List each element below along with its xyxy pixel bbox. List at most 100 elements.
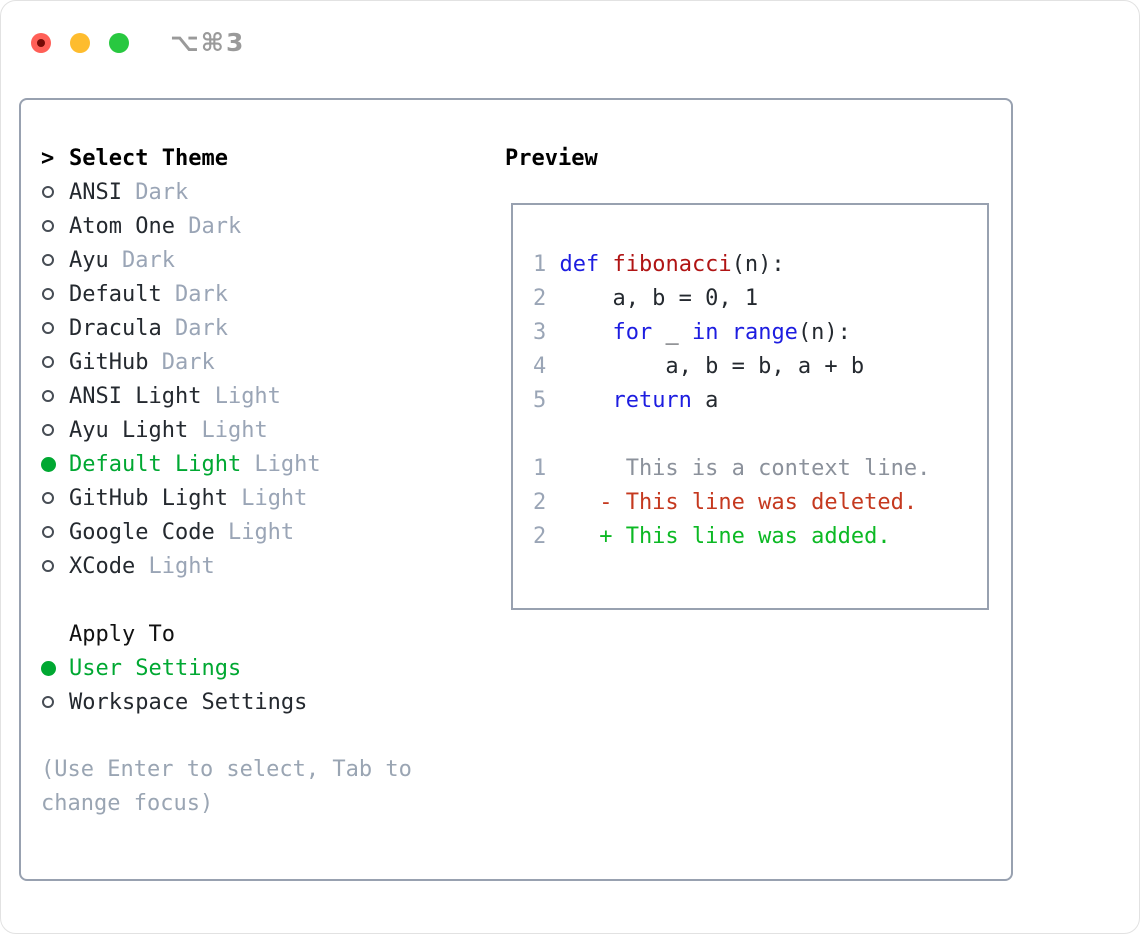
title-bar: ⌥⌘3 <box>31 28 245 57</box>
theme-option-atom-one[interactable]: Atom One Dark <box>41 209 412 243</box>
code-line: 1 def fibonacci(n): <box>533 247 987 281</box>
theme-variant-badge: Light <box>241 451 321 477</box>
diff-line-context: 1 This is a context line. <box>533 451 987 485</box>
code-segment <box>718 320 731 345</box>
theme-option-label: Ayu Light <box>69 417 189 443</box>
theme-variant-badge: Dark <box>174 213 242 239</box>
theme-option-ayu[interactable]: Ayu Dark <box>41 243 412 277</box>
theme-variant-badge: Light <box>188 417 268 443</box>
line-number: 2 <box>533 523 547 549</box>
help-text: (Use Enter to select, Tab to change focus… <box>41 753 412 821</box>
spacer <box>41 719 412 753</box>
line-number: 1 <box>533 455 547 481</box>
radio-icon <box>41 220 69 232</box>
radio-icon <box>41 560 69 572</box>
code-segment: _ <box>652 319 692 345</box>
code-segment: in <box>691 319 719 345</box>
code-segment: fibonacci <box>612 251 732 277</box>
theme-option-google-code[interactable]: Google Code Light <box>41 515 412 549</box>
diff-text: + This line was added. <box>559 523 891 549</box>
diff-line-deleted: 2 - This line was deleted. <box>533 485 987 519</box>
code-segment: range <box>731 319 798 345</box>
theme-option-default[interactable]: Default Dark <box>41 277 412 311</box>
theme-option-xcode[interactable]: XCode Light <box>41 549 412 583</box>
theme-variant-badge: Dark <box>161 281 228 307</box>
code-line: 5 return a <box>533 383 987 417</box>
code-segment: (n): <box>731 251 785 277</box>
theme-variant-badge: Light <box>135 553 215 579</box>
radio-icon <box>41 526 69 538</box>
help-line: change focus) <box>41 791 214 816</box>
theme-option-label: Ayu <box>69 247 109 273</box>
selected-radio-icon <box>41 660 69 676</box>
radio-icon <box>41 186 69 198</box>
line-number: 2 <box>533 489 547 515</box>
theme-option-label: GitHub Light <box>69 485 228 511</box>
line-number: 4 <box>533 353 547 379</box>
apply-option-label: Workspace Settings <box>69 689 308 715</box>
theme-option-ansi-light[interactable]: ANSI Light Light <box>41 379 412 413</box>
apply-option-user-settings[interactable]: User Settings <box>41 651 412 685</box>
line-number: 5 <box>533 387 547 413</box>
theme-variant-badge: Light <box>214 519 295 545</box>
apply-to-header: Apply To <box>41 617 412 651</box>
theme-option-label: GitHub <box>69 349 149 375</box>
apply-option-label: User Settings <box>69 655 242 681</box>
code-segment <box>599 252 612 277</box>
spacer <box>41 583 412 617</box>
diff-text: This is a context line. <box>559 455 931 481</box>
theme-variant-badge: Dark <box>148 349 215 375</box>
theme-option-github-light[interactable]: GitHub Light Light <box>41 481 412 515</box>
preview-title: Preview <box>505 145 598 171</box>
radio-icon <box>41 424 69 436</box>
theme-variant-badge: Light <box>227 485 308 511</box>
radio-icon <box>41 254 69 266</box>
window-shortcut-label: ⌥⌘3 <box>170 28 246 57</box>
theme-variant-badge: Dark <box>108 247 175 273</box>
radio-icon <box>41 390 69 402</box>
diff-text: - This line was deleted. <box>559 489 918 515</box>
code-line: 4 a, b = b, a + b <box>533 349 987 383</box>
code-segment <box>559 320 612 345</box>
apply-option-workspace-settings[interactable]: Workspace Settings <box>41 685 412 719</box>
theme-variant-badge: Dark <box>161 315 228 341</box>
theme-option-dracula[interactable]: Dracula Dark <box>41 311 412 345</box>
close-button-icon[interactable] <box>31 32 51 53</box>
code-segment: a <box>691 387 719 413</box>
theme-option-ansi[interactable]: ANSI Dark <box>41 175 412 209</box>
code-line: 2 a, b = 0, 1 <box>533 281 987 315</box>
theme-option-label: Default Light <box>69 451 242 477</box>
code-segment <box>559 388 612 413</box>
apply-to-title: Apply To <box>69 621 175 647</box>
code-segment: (n): <box>797 319 851 345</box>
theme-option-label: Atom One <box>69 213 175 239</box>
line-number: 1 <box>533 251 547 277</box>
theme-option-label: Google Code <box>69 519 215 545</box>
spacer <box>533 417 987 451</box>
focus-arrow-icon: > <box>41 145 55 171</box>
theme-variant-badge: Light <box>201 383 281 409</box>
theme-option-label: ANSI <box>69 179 122 205</box>
code-segment: def <box>559 251 600 277</box>
theme-option-label: Dracula <box>69 315 162 341</box>
code-segment: for <box>612 319 653 345</box>
select-theme-header: > Select Theme <box>41 141 412 175</box>
code-segment: a, b = b, a + b <box>559 353 865 379</box>
radio-icon <box>41 492 69 504</box>
theme-option-label: XCode <box>69 553 136 579</box>
select-theme-title: Select Theme <box>69 145 228 171</box>
zoom-button-icon[interactable] <box>109 32 129 53</box>
theme-option-default-light[interactable]: Default Light Light <box>41 447 412 481</box>
theme-option-github[interactable]: GitHub Dark <box>41 345 412 379</box>
minimize-button-icon[interactable] <box>70 32 90 53</box>
line-number: 3 <box>533 319 547 345</box>
theme-option-label: ANSI Light <box>69 383 202 409</box>
theme-option-ayu-light[interactable]: Ayu Light Light <box>41 413 412 447</box>
help-line: (Use Enter to select, Tab to <box>41 757 412 782</box>
